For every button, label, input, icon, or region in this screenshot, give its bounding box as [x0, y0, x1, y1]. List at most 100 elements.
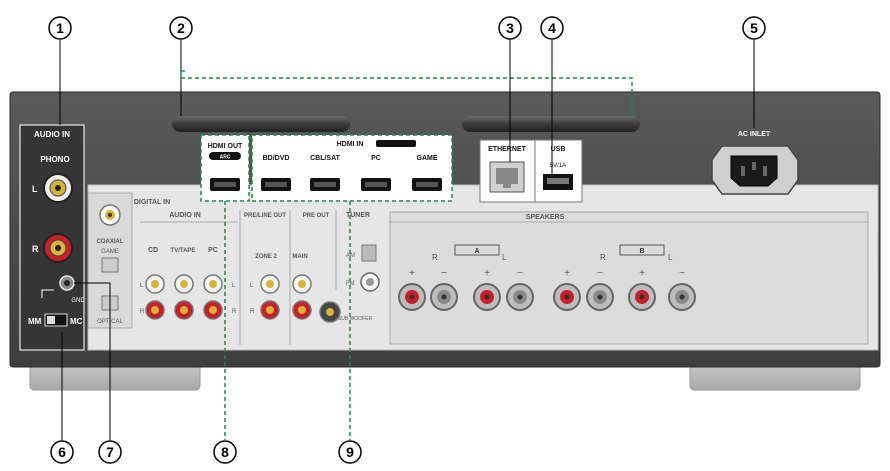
spk-b-r-minus-terminal[interactable]	[586, 283, 614, 311]
cd-l-jack[interactable]	[145, 274, 165, 294]
main-l-jack[interactable]	[292, 274, 312, 294]
spk-b-label: B	[639, 248, 644, 255]
hdmi-in-cbl-sat-port[interactable]	[310, 178, 340, 191]
callout-8: 8	[213, 440, 237, 464]
phono-l-jack[interactable]	[43, 173, 73, 203]
pc-hdmi-label: PC	[371, 155, 381, 162]
am-antenna-terminal[interactable]	[361, 244, 377, 262]
zone2-l-jack[interactable]	[260, 274, 280, 294]
callout-1: 1	[48, 16, 72, 40]
spk-b-l-minus-terminal[interactable]	[668, 283, 696, 311]
spk-a-label: A	[474, 248, 479, 255]
tv-l-jack[interactable]	[174, 274, 194, 294]
cd-r-jack[interactable]	[145, 300, 165, 320]
spk-a-r-plus: +	[409, 268, 415, 279]
zone2-label: ZONE 2	[255, 254, 277, 260]
spk-a-badge	[454, 244, 500, 256]
callout-9: 9	[338, 440, 362, 464]
game-hdmi-label: GAME	[417, 155, 438, 162]
hdmi-in-pc-port[interactable]	[361, 178, 391, 191]
callout-5: 5	[742, 16, 766, 40]
phono-l-label: L	[32, 184, 38, 194]
fm-label: FM	[346, 281, 355, 287]
svg-text:2: 2	[177, 20, 185, 36]
audio-in-phono-panel: AUDIO IN PHONO L R GND MM MC	[19, 124, 85, 351]
pc-audio-label: PC	[208, 247, 218, 254]
audio-l2-label: L	[232, 283, 236, 289]
mm-label: MM	[28, 317, 42, 326]
speakers-label: SPEAKERS	[526, 214, 565, 221]
spk-a-l-plus: +	[484, 268, 490, 279]
bd-dvd-label: BD/DVD	[263, 155, 290, 162]
spk-b-r-minus: −	[597, 268, 603, 279]
pre-line-out-label: PRE/LINE OUT	[244, 213, 286, 219]
svg-text:5: 5	[750, 20, 758, 36]
hdmi-out-label: HDMI OUT	[208, 143, 243, 150]
zone2-r-jack[interactable]	[260, 300, 280, 320]
spk-a-r-minus: −	[441, 268, 447, 279]
cd-label: CD	[148, 247, 158, 254]
ac-inlet-section: AC INLET	[711, 131, 799, 195]
svg-text:9: 9	[346, 444, 354, 460]
tv-r-jack[interactable]	[174, 300, 194, 320]
spk-b-l-plus: +	[639, 268, 645, 279]
pre-out-section: PRE/LINE OUT ZONE 2 PRE OUT MAIN L R SUB…	[239, 210, 372, 345]
ethernet-usb-section: ETHERNET USB 5V/1A	[479, 139, 583, 203]
hdmi-in-label: HDMI IN	[337, 141, 364, 148]
spk-b-r-plus-terminal[interactable]	[553, 283, 581, 311]
arc-label: ARC	[220, 155, 231, 161]
svg-text:8: 8	[221, 444, 229, 460]
spk-b-l-plus-terminal[interactable]	[628, 283, 656, 311]
callout-7: 7	[98, 440, 122, 464]
audio-l-label: L	[140, 283, 144, 289]
ethernet-label: ETHERNET	[488, 146, 526, 153]
optical-jack-game[interactable]	[101, 257, 119, 273]
hdmi-in-section: HDMI IN BD/DVD CBL/SAT PC GAME	[251, 134, 453, 202]
spk-a-r-plus-terminal[interactable]	[398, 283, 426, 311]
pc-r-jack[interactable]	[203, 300, 223, 320]
handle-right	[462, 116, 640, 132]
phono-label: PHONO	[40, 155, 69, 164]
ac-inlet-label: AC INLET	[738, 131, 771, 138]
zone2-l-label: L	[250, 283, 254, 289]
usb-label: USB	[551, 146, 566, 153]
spk-a-l-label: L	[502, 253, 507, 262]
tuner-label: TUNER	[346, 212, 370, 219]
callout-3: 3	[498, 16, 522, 40]
spk-a-r-minus-terminal[interactable]	[430, 283, 458, 311]
main-r-jack[interactable]	[292, 300, 312, 320]
hdmi-in-game-port[interactable]	[412, 178, 442, 191]
spk-a-r-label: R	[432, 253, 438, 262]
gnd-terminal[interactable]	[59, 275, 75, 291]
gnd-label: GND	[71, 298, 85, 304]
svg-text:7: 7	[106, 444, 114, 460]
zone2-r-label: R	[250, 309, 255, 315]
hdmi-out-port[interactable]	[210, 178, 240, 191]
spk-a-l-minus: −	[517, 268, 523, 279]
tuner-section: TUNER AM FM	[335, 210, 380, 292]
audio-r-label: R	[140, 309, 145, 315]
leader-2-bracket	[180, 71, 633, 116]
audio-r2-label: R	[232, 309, 237, 315]
spk-a-l-minus-terminal[interactable]	[506, 283, 534, 311]
pre-out-label: PRE OUT	[303, 213, 330, 219]
usb-port[interactable]	[543, 174, 573, 190]
handle-left	[172, 116, 350, 132]
ac-inlet-socket[interactable]	[730, 155, 778, 187]
subwoofer-jack[interactable]	[319, 301, 341, 323]
hdmi-in-bd-dvd-port[interactable]	[261, 178, 291, 191]
fm-antenna-jack[interactable]	[360, 272, 380, 292]
spk-b-r-label: R	[600, 253, 606, 262]
callout-4: 4	[540, 16, 564, 40]
phono-r-jack[interactable]	[43, 233, 73, 263]
ethernet-port[interactable]	[489, 161, 525, 193]
spk-a-l-plus-terminal[interactable]	[473, 283, 501, 311]
leader-lines	[59, 40, 755, 440]
pc-l-jack[interactable]	[203, 274, 223, 294]
svg-text:4: 4	[548, 20, 556, 36]
audio-in-center-label: AUDIO IN	[169, 212, 201, 219]
coaxial-jack[interactable]	[99, 204, 121, 226]
digital-in-label: DIGITAL IN	[134, 199, 170, 206]
leader-7	[74, 282, 111, 440]
